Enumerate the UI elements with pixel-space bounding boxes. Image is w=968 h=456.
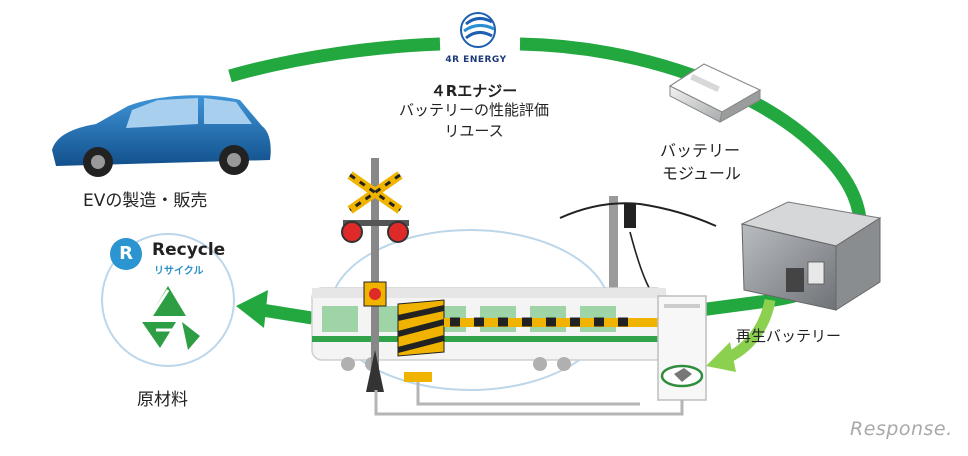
- regenerated-battery-label: 再生バッテリー: [736, 327, 842, 345]
- recycle-circle: [101, 233, 235, 367]
- regen-arrow-head: [706, 342, 736, 372]
- recycle-badge-circle: [110, 238, 142, 270]
- signal-cables: [374, 382, 684, 416]
- cycle-arc-left: [228, 37, 441, 83]
- recycle-symbol-icon: [142, 286, 200, 350]
- company-logo-text: 4R ENERGY: [445, 55, 507, 65]
- battery-module-image: [668, 63, 762, 123]
- recycle-title: Recycle: [152, 240, 226, 260]
- response-watermark: Response.: [850, 418, 953, 440]
- crossing-signal-image: [341, 158, 409, 392]
- regenerated-battery-image: [740, 201, 882, 311]
- ev-label: EVの製造・販売: [83, 191, 208, 211]
- recycle-arrow-head: [236, 290, 268, 328]
- company-name: ４Rエナジー: [430, 82, 518, 100]
- 4r-energy-logo: [460, 12, 496, 48]
- ev-car-image: [52, 95, 271, 177]
- company-role-reuse: リユース: [444, 122, 504, 140]
- crossing-barrier-image: [397, 299, 666, 382]
- recycle-subtitle: リサイクル: [154, 266, 204, 277]
- control-cabinet-image: [657, 295, 707, 401]
- battery-module-label-2: モジュール: [662, 164, 741, 183]
- battery-module-label-1: バッテリー: [660, 141, 741, 160]
- raw-material-label: 原材料: [137, 390, 188, 410]
- recycle-badge-letter: R: [119, 243, 133, 264]
- recycle-arrow-shaft: [260, 303, 314, 325]
- company-role-evaluation: バッテリーの性能評価: [398, 101, 549, 119]
